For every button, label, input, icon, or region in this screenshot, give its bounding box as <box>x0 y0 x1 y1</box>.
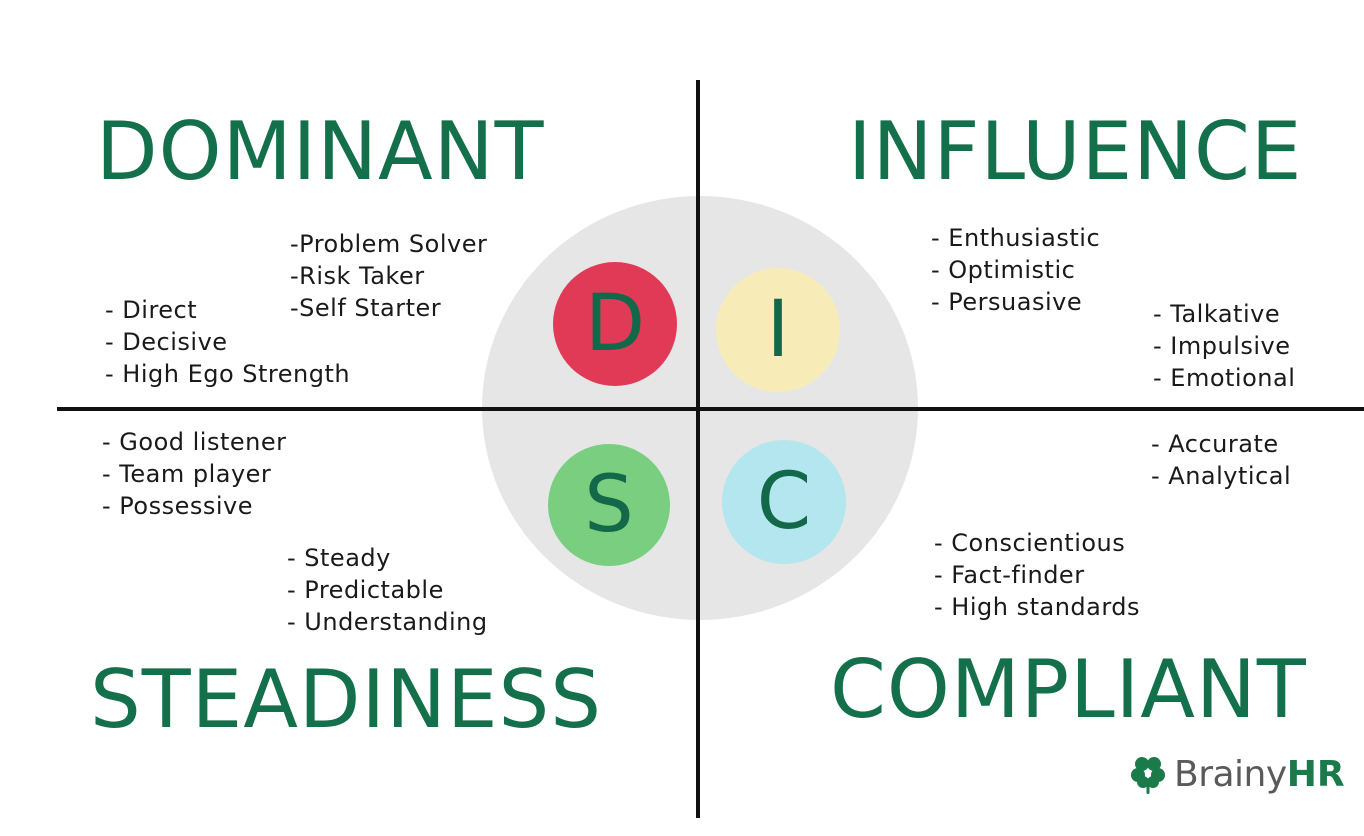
steadiness-list-a: - Good listener - Team player - Possessi… <box>102 426 286 522</box>
list-item: - Persuasive <box>931 288 1083 316</box>
clover-icon <box>1131 757 1165 794</box>
compliant-list-a: - Accurate - Analytical <box>1151 428 1291 492</box>
list-item: - Talkative <box>1153 300 1281 328</box>
logo-suffix: HR <box>1286 753 1345 795</box>
d-circle: D <box>553 262 677 386</box>
list-item: - Accurate <box>1151 430 1279 458</box>
list-item: -Risk Taker <box>290 262 425 290</box>
list-item: - Enthusiastic <box>931 224 1101 252</box>
logo-brand: Brainy <box>1174 753 1287 795</box>
list-item: - Good listener <box>102 428 287 456</box>
steadiness-title: STEADINESS <box>90 653 603 746</box>
list-item: - High Ego Strength <box>105 360 351 388</box>
dominant-list-a: -Problem Solver -Risk Taker -Self Starte… <box>290 228 487 324</box>
steadiness-list-b: - Steady - Predictable - Understanding <box>287 542 488 638</box>
d-letter: D <box>584 279 646 369</box>
list-item: - Analytical <box>1151 462 1292 490</box>
c-circle: C <box>722 440 846 564</box>
list-item: - Team player <box>102 460 272 488</box>
i-letter: I <box>766 285 790 375</box>
list-item: - Optimistic <box>931 256 1076 284</box>
list-item: - Emotional <box>1153 364 1296 392</box>
list-item: - Steady <box>287 544 391 572</box>
list-item: - Fact-finder <box>934 561 1085 589</box>
s-letter: S <box>584 460 634 550</box>
influence-title: INFLUENCE <box>848 105 1303 198</box>
dominant-list-b: - Direct - Decisive - High Ego Strength <box>105 294 350 390</box>
list-item: - Direct <box>105 296 198 324</box>
list-item: -Self Starter <box>290 294 442 322</box>
list-item: - Decisive <box>105 328 228 356</box>
influence-list-a: - Enthusiastic - Optimistic - Persuasive <box>931 222 1100 318</box>
list-item: - Predictable <box>287 576 444 604</box>
s-circle: S <box>548 444 670 566</box>
vertical-axis <box>696 80 700 818</box>
list-item: - Conscientious <box>934 529 1126 557</box>
influence-list-b: - Talkative - Impulsive - Emotional <box>1153 298 1295 394</box>
list-item: -Problem Solver <box>290 230 488 258</box>
list-item: - Understanding <box>287 608 488 636</box>
list-item: - High standards <box>934 593 1141 621</box>
list-item: - Possessive <box>102 492 254 520</box>
horizontal-axis <box>57 407 1364 411</box>
compliant-title: COMPLIANT <box>830 643 1307 736</box>
c-letter: C <box>756 457 812 547</box>
compliant-list-b: - Conscientious - Fact-finder - High sta… <box>934 527 1140 623</box>
list-item: - Impulsive <box>1153 332 1291 360</box>
i-circle: I <box>716 268 840 392</box>
dominant-title: DOMINANT <box>96 105 545 198</box>
